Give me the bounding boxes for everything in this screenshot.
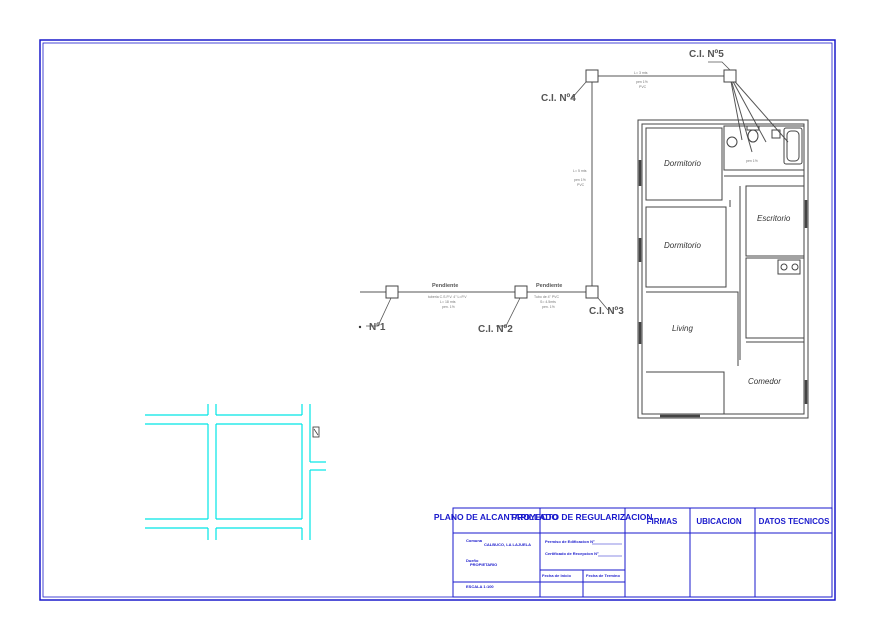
- room-label-bedroom-2: Dormitorio: [664, 241, 701, 250]
- living-walls: [646, 291, 739, 366]
- room-label-dining: Comedor: [748, 377, 781, 386]
- manhole-label-4: C.I. Nº4: [541, 93, 576, 104]
- manhole-6-box: [723, 69, 737, 83]
- pipe-note-4a: L= 5 mts: [573, 169, 587, 173]
- location-streets: [145, 404, 326, 540]
- toilet-tank: [746, 125, 760, 131]
- manhole-label-5: C.I. Nº5: [689, 49, 724, 60]
- manhole-3-box: [514, 285, 528, 299]
- permit-label: Permiso de Edificacion N°: [545, 539, 595, 544]
- manhole-label-1: Nº1: [369, 322, 386, 333]
- pipe-note-2c: pen. 1%: [542, 305, 555, 309]
- kitchen-sink-bowl-2: [791, 263, 799, 271]
- plan-title: PLANO DE ALCANTARILLADO: [434, 512, 559, 522]
- bathtub-inner: [786, 130, 800, 162]
- bedroom-1-walls: [645, 127, 723, 201]
- manhole-2-box: [385, 285, 399, 299]
- windows: [638, 160, 808, 418]
- pipe-note-4c: PVC: [577, 183, 585, 187]
- bathtub: [783, 127, 803, 165]
- pipe-note-4b: pen 1%: [574, 178, 586, 182]
- manhole-label-3: C.I. Nº3: [589, 306, 624, 317]
- pipe-segment-4: [729, 75, 753, 153]
- pipe-branch-a: [729, 75, 743, 141]
- house-outer-wall: [637, 119, 809, 419]
- manhole-4-box: [585, 285, 599, 299]
- pipe-note-1c: pen. 1%: [442, 305, 455, 309]
- kitchen-walls: [745, 257, 805, 339]
- pipe-branch-c: [729, 75, 789, 143]
- kitchen-sink: [777, 259, 801, 275]
- scale-label: ESCALA 1:100: [466, 584, 494, 589]
- room-label-office: Escritorio: [757, 214, 791, 223]
- sewer-network: [360, 75, 789, 293]
- title-block: [452, 507, 833, 598]
- commune-value: CALBUCO, LA LAJUELA: [484, 542, 531, 547]
- shower-drain: [771, 129, 781, 139]
- owner-value: PROPIETARIO: [470, 562, 497, 567]
- owner-label: Dueño: [466, 558, 479, 563]
- pipe-branch-b: [729, 75, 767, 143]
- pipe-note-3c: PVC: [639, 85, 647, 89]
- inner-frame: [42, 42, 833, 598]
- washbasin: [726, 136, 738, 148]
- location-header: UBICACION: [696, 517, 742, 526]
- pipe-note-1b: L= 18 mts: [440, 300, 456, 304]
- bathroom-walls: [723, 125, 805, 171]
- manhole-5-box: [585, 69, 599, 83]
- technical-data-header: DATOS TECNICOS: [759, 517, 830, 526]
- pipe-note-5: pen 1%: [746, 159, 758, 163]
- cert-label: Certificado de Recepcion N°: [545, 551, 599, 556]
- pipe-note-3a: L= 3 mts: [634, 71, 648, 75]
- pipe-note-1a: tuberia C.S.P.V. 4" L=P.V: [428, 295, 467, 299]
- date-end-label: Fecha de Termino: [586, 573, 620, 578]
- room-label-bedroom-1: Dormitorio: [664, 159, 701, 168]
- signatures-header: FIRMAS: [647, 517, 678, 526]
- slope-label-1: Pendiente: [432, 283, 458, 289]
- dining-walls: [646, 371, 725, 414]
- pipe-note-2a: Tubo de 4" PVC: [534, 295, 560, 299]
- slope-label-2: Pendiente: [536, 283, 562, 289]
- pipe-note-2b: S= 4.5mts: [540, 300, 556, 304]
- pipe-note-3b: pen 1%: [636, 80, 648, 84]
- date-start-label: Fecha de Inicio: [542, 573, 571, 578]
- leader-lines: [366, 61, 731, 327]
- room-label-living: Living: [672, 324, 693, 333]
- outer-frame: [39, 39, 836, 601]
- manhole-boxes: [385, 69, 737, 299]
- toilet: [747, 129, 759, 143]
- commune-label: Comuna: [466, 538, 483, 543]
- house-plan: [637, 119, 809, 419]
- project-title: PROYECTO DE REGULARIZACION: [511, 512, 652, 522]
- manhole-label-2: C.I. Nº2: [478, 324, 513, 335]
- manhole-1-dot: [358, 325, 362, 329]
- kitchen-sink-bowl: [780, 263, 788, 271]
- bedroom-2-walls: [645, 206, 727, 288]
